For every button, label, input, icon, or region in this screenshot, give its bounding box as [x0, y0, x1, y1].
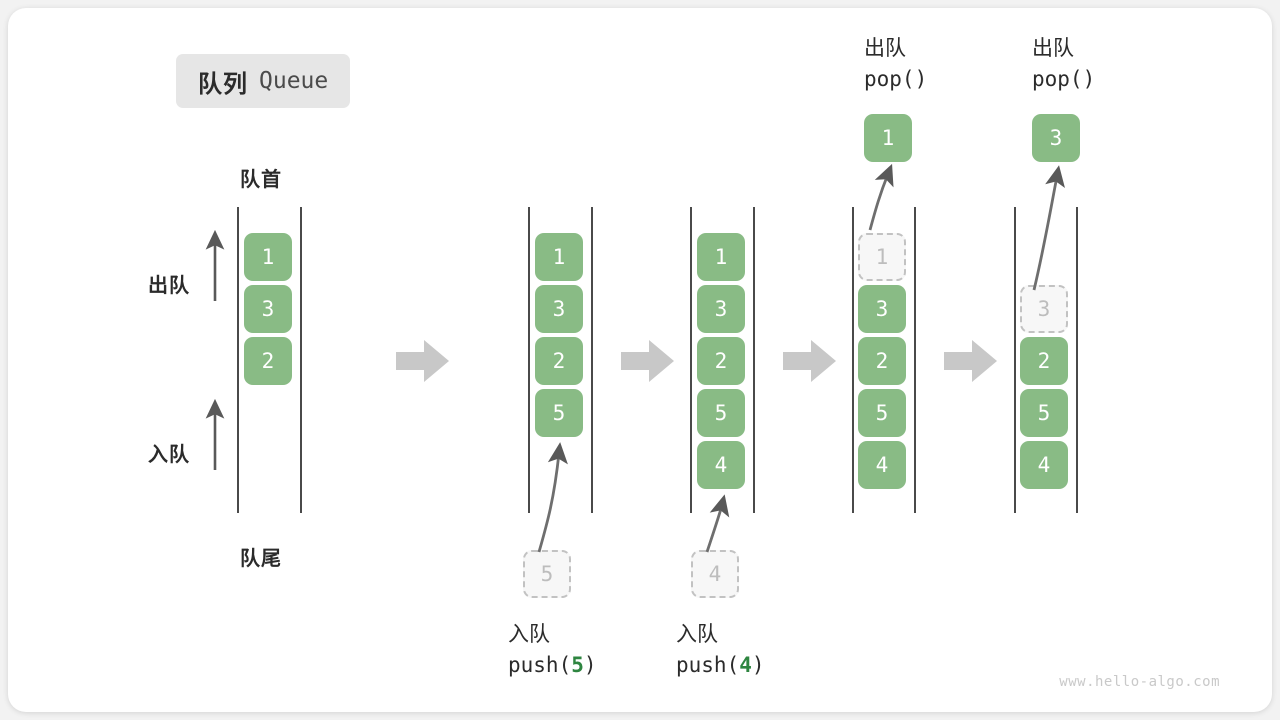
incoming-element-ghost: 4 [691, 550, 739, 598]
push-code-prefix: push( [676, 653, 740, 678]
diagram-title-badge: 队列 Queue [176, 54, 351, 108]
panel-3-bottom-caption: 入队 push(4) [676, 620, 765, 681]
queue-element: 4 [858, 441, 906, 489]
push-label-code: push(4) [676, 650, 765, 680]
queue-element: 1 [244, 233, 292, 281]
step-arrow [396, 340, 449, 382]
rail-left-panel-2 [528, 207, 530, 513]
queue-element: 2 [244, 337, 292, 385]
queue-element: 3 [535, 285, 583, 333]
panel-2-bottom-caption: 入队 push(5) [508, 620, 597, 681]
queue-element: 4 [1020, 441, 1068, 489]
push-label-chinese: 入队 [676, 623, 718, 646]
panel-4-top-caption: 出队 pop() [864, 34, 927, 95]
rail-left-panel-3 [690, 207, 692, 513]
queue-element: 3 [858, 285, 906, 333]
step-arrow [621, 340, 674, 382]
rail-right-panel-3 [753, 207, 755, 513]
pop-label-chinese: 出队 [864, 37, 906, 60]
step-arrow [783, 340, 836, 382]
arrows-overlay [205, 163, 1065, 553]
push-4-arrow [705, 494, 730, 553]
queue-element: 1 [697, 233, 745, 281]
queue-element: 2 [697, 337, 745, 385]
rail-right-panel-4 [914, 207, 916, 513]
pop-label-chinese: 出队 [1032, 37, 1074, 60]
label-queue-head: 队首 [240, 169, 282, 191]
queue-element: 5 [1020, 389, 1068, 437]
queue-element: 2 [858, 337, 906, 385]
rail-left-panel-1 [237, 207, 239, 513]
push-code-suffix: ) [583, 653, 597, 678]
pop-label-code: pop() [1032, 67, 1096, 92]
queue-element: 5 [697, 389, 745, 437]
queue-element: 5 [535, 389, 583, 437]
rail-right-panel-1 [300, 207, 302, 513]
watermark: www.hello-algo.com [1059, 674, 1220, 690]
push-code-prefix: push( [508, 653, 572, 678]
title-chinese: 队列 [198, 70, 248, 98]
rail-right-panel-5 [1076, 207, 1078, 513]
push-code-suffix: ) [751, 653, 765, 678]
push-code-argument: 4 [739, 653, 752, 678]
queue-element: 4 [697, 441, 745, 489]
queue-element: 1 [535, 233, 583, 281]
popped-element: 1 [864, 114, 912, 162]
queue-element: 2 [1020, 337, 1068, 385]
push-label-code: push(5) [508, 650, 597, 680]
rail-right-panel-2 [591, 207, 593, 513]
popped-element: 3 [1032, 114, 1080, 162]
queue-element: 5 [858, 389, 906, 437]
rail-left-panel-5 [1014, 207, 1016, 513]
popped-slot-ghost: 3 [1020, 285, 1068, 333]
pop-label-code: pop() [864, 67, 928, 92]
label-dequeue-direction: 出队 [148, 275, 190, 297]
pop-1-arrow [868, 163, 894, 231]
push-label-chinese: 入队 [508, 623, 550, 646]
diagram-card: 队列 Queue 队首 队尾 出队 入队 1 3 2 1 3 2 5 5 [8, 8, 1272, 712]
queue-element: 3 [244, 285, 292, 333]
incoming-element-ghost: 5 [523, 550, 571, 598]
push-5-arrow [537, 442, 568, 553]
label-queue-tail: 队尾 [240, 548, 282, 570]
pop-3-arrow [1032, 165, 1065, 291]
popped-slot-ghost: 1 [858, 233, 906, 281]
rail-left-panel-4 [852, 207, 854, 513]
push-code-argument: 5 [571, 653, 584, 678]
label-enqueue-direction: 入队 [148, 444, 190, 466]
title-english: Queue [259, 68, 329, 94]
queue-element: 2 [535, 337, 583, 385]
queue-element: 3 [697, 285, 745, 333]
panel-5-top-caption: 出队 pop() [1032, 34, 1095, 95]
step-arrow [944, 340, 997, 382]
